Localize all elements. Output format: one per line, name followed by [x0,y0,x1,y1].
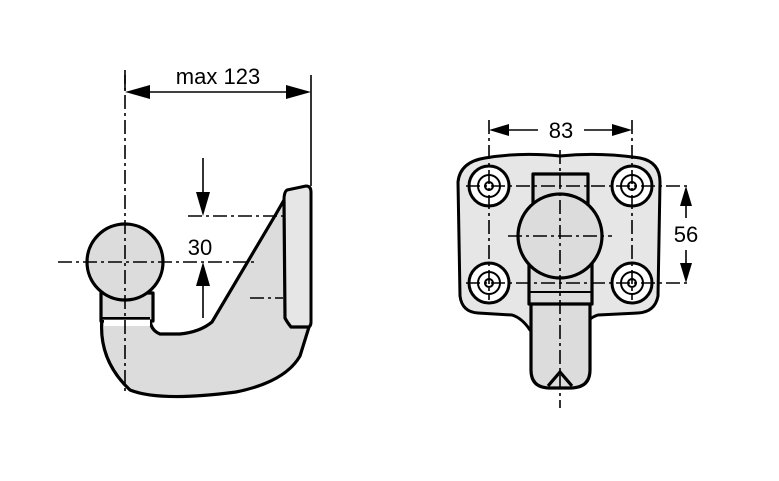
height-dimension-label: 30 [188,235,212,260]
bolt-spacing-vertical-arrow-bottom [680,263,692,283]
length-dimension-arrow-right [286,85,311,99]
front-view: 83 56 [456,118,698,408]
side-view-hook-arm [99,198,311,399]
side-view-mounting-flange [282,184,313,330]
height-dimension-arrow-down [196,192,210,216]
bolt-spacing-horizontal-label: 83 [549,118,573,143]
bolt-spacing-arrow-right [612,124,632,136]
bolt-spacing-vertical-label: 56 [674,222,698,247]
length-dimension-arrow-left [125,85,150,99]
side-view: max 123 30 [58,64,313,399]
height-dimension-arrow-up [196,262,210,286]
bolt-spacing-arrow-left [489,124,509,136]
bolt-spacing-vertical-arrow-top [680,186,692,206]
length-dimension-label: max 123 [176,64,260,89]
